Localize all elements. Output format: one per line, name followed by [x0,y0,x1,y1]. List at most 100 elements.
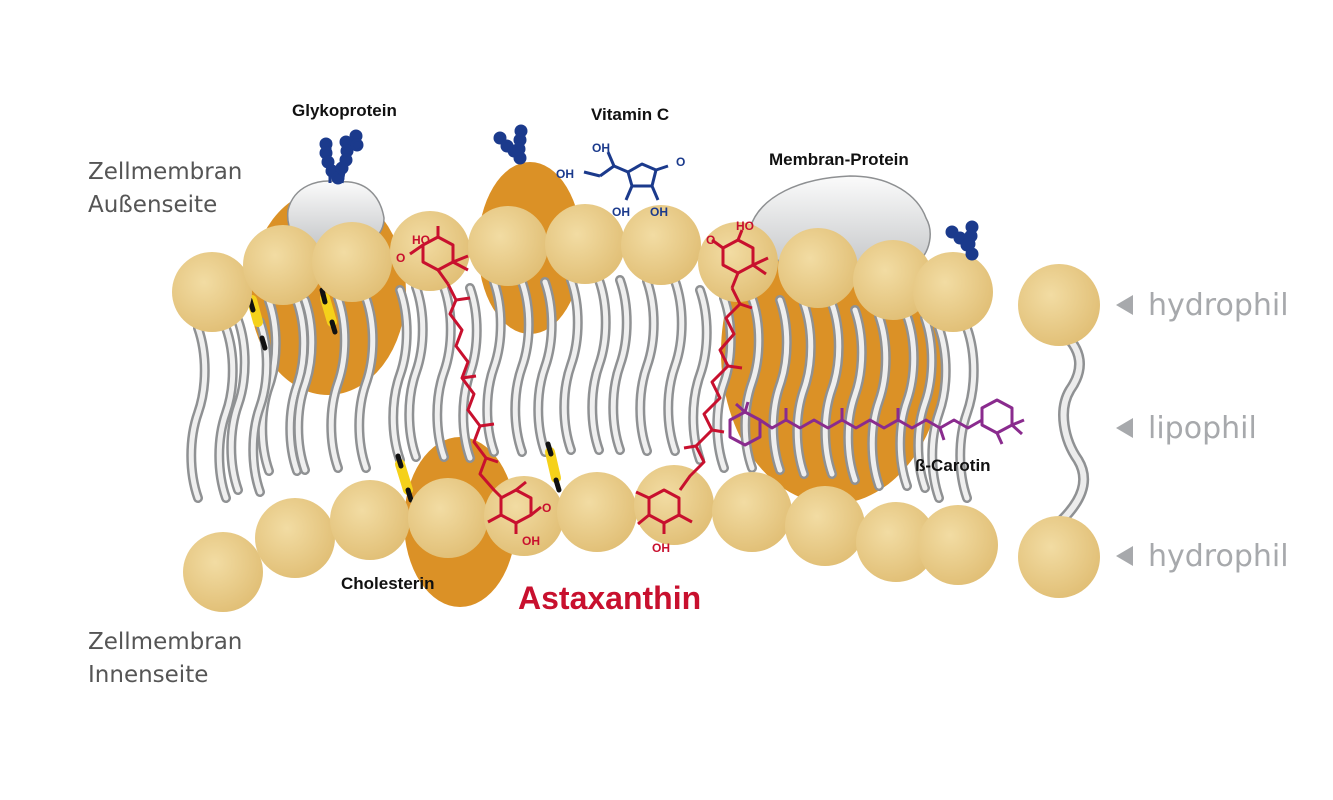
lipophil-text: lipophil [1148,410,1257,446]
cholesterol-3 [395,453,414,503]
cholesterol-2 [319,287,338,335]
legend-head-top [1018,264,1100,346]
sugar-chains [319,124,979,261]
lipid-tail [957,325,977,501]
chem-oh-2: OH [652,541,670,555]
chem-oh-1: OH [522,534,540,548]
legend-phospholipid [1018,264,1100,598]
chem-oh-3: OH [592,141,610,155]
lipid-head-lower [408,478,488,558]
chem-oh-5: OH [612,205,630,219]
lipid-head-upper [913,252,993,332]
hydrophil-bottom-text: hydrophil [1148,538,1289,574]
lipid-head-lower [785,486,865,566]
lipid-tail [406,284,426,460]
cholesterin-label: Cholesterin [341,574,435,593]
lipid-tail [460,285,480,461]
lipid-tail [535,279,555,455]
lipid-head-upper [390,211,470,291]
outer-side-line2: Außenseite [88,192,218,218]
beta-carotin-label: ß-Carotin [915,456,991,475]
lipid-tail [665,278,685,454]
chem-ho-2: HO [736,219,754,233]
lipid-head-lower [634,465,714,545]
cholesterol-4 [545,441,562,493]
lipid-head-upper [243,225,323,305]
lipid-head-upper [172,252,252,332]
lipid-tail [690,287,710,463]
membran-protein-label: Membran-Protein [769,150,909,169]
chem-o-2: O [542,501,551,515]
lipid-head-lower [918,505,998,585]
lipid-tail [561,277,581,453]
triangle-left-icon [1116,418,1133,438]
outer-side-line1: Zellmembran [88,159,243,185]
lipid-head-lower [183,532,263,612]
lipid-head-upper [853,240,933,320]
lipid-tail [794,301,814,477]
lipid-tail [929,325,949,501]
lipid-head-lower [255,498,335,578]
vitamin-c-label: Vitamin C [591,105,670,124]
lipid-tail [512,279,532,455]
lipid-head-lower [712,472,792,552]
cholesterol-molecules [247,287,562,503]
lipid-head-upper [698,222,778,302]
lipid-tail [822,301,842,477]
lipid-tail [915,315,935,491]
lipid-tail [295,297,315,473]
chem-o-3: O [706,233,715,247]
triangle-left-icon [1116,546,1133,566]
lipid-head-upper [778,228,858,308]
chem-o-1: O [396,251,405,265]
lipid-tail [770,297,790,473]
lipid-tail [897,313,917,489]
lipid-tail [287,298,307,474]
triangle-left-icon [1116,295,1133,315]
chem-oh-4: OH [556,167,574,181]
astaxanthin-label: Astaxanthin [518,580,702,616]
lipid-tail [356,295,376,471]
lipid-tail [188,325,208,501]
hydrophil-bottom-label: hydrophil [1116,536,1289,576]
lipid-head-lower [557,472,637,552]
sugar-chain-right [945,220,979,261]
chem-labels: HO O O OH HO O OH O OH OH OH OH [396,141,754,555]
lipid-tails [186,275,979,503]
chem-oh-6: OH [650,205,668,219]
lipid-tail [845,307,865,483]
lipid-head-upper [468,206,548,286]
lipid-tail [869,313,889,489]
outer-side-label: Zellmembran Außenseite [88,156,242,222]
chem-ho-1: HO [412,233,430,247]
lipid-tail [589,277,609,453]
lipid-tail [228,317,248,493]
lipophil-label: lipophil [1116,408,1257,448]
lipid-tail [610,277,630,453]
lipid-tail [216,325,236,501]
lipid-heads [172,204,998,612]
lipid-head-upper [621,205,701,285]
astaxanthin-molecule-2 [635,229,769,534]
lipid-head-upper [312,222,392,302]
lipid-tail [484,279,504,455]
lipid-tail [328,295,348,471]
hydrophil-top-label: hydrophil [1116,285,1289,325]
vitamin-c-molecule [583,151,669,201]
inner-side-line2: Innenseite [88,662,209,688]
lipid-tail [637,278,657,454]
lipid-head-lower [856,502,936,582]
lipid-tail [390,287,410,463]
lipid-head-lower [330,480,410,560]
inner-side-line1: Zellmembran [88,629,243,655]
inner-side-label: Zellmembran Innenseite [88,626,242,692]
legend-head-bottom [1018,516,1100,598]
beta-carotin-molecule [728,398,1025,447]
hydrophil-top-text: hydrophil [1148,287,1289,323]
lipid-head-upper [545,204,625,284]
sugar-chain-middle [493,124,528,165]
astaxanthin-molecule-1 [409,226,542,534]
glykoprotein-label: Glykoprotein [292,101,397,120]
